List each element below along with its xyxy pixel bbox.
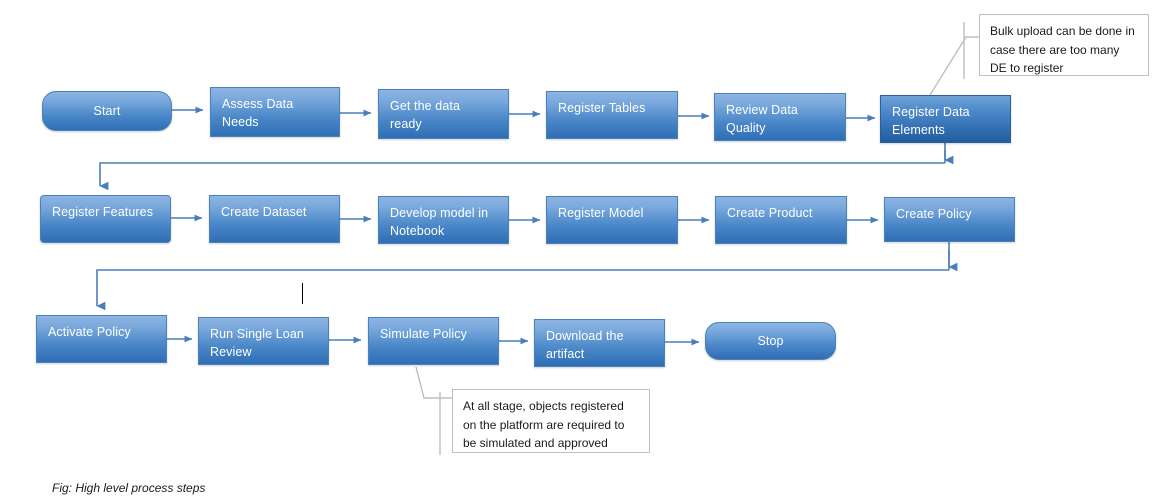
node-simulate-policy[interactable]: Simulate Policy (368, 317, 499, 365)
bulk-upload-leader (929, 36, 979, 96)
callout-approval-note[interactable]: At all stage, objects registered on the … (452, 389, 650, 453)
node-assess-data-needs[interactable]: Assess Data Needs (210, 87, 340, 137)
callout-bulk-upload-note[interactable]: Bulk upload can be done in case there ar… (979, 14, 1149, 76)
node-label: Assess Data Needs (222, 97, 294, 130)
approval-note-leader (415, 366, 452, 399)
node-register-tables[interactable]: Register Tables (546, 91, 678, 139)
node-label: Create Policy (896, 207, 972, 221)
node-get-the-data-ready[interactable]: Get the data ready (378, 89, 509, 139)
row2-to-row3-connector (96, 269, 949, 311)
node-label: Create Dataset (221, 205, 307, 219)
node-label: Start (93, 103, 121, 118)
node-create-dataset[interactable]: Create Dataset (209, 195, 340, 243)
node-download-the-artifact[interactable]: Download the artifact (534, 319, 665, 367)
node-register-data-elements[interactable]: Register Data Elements (880, 95, 1011, 143)
node-create-policy[interactable]: Create Policy (884, 197, 1015, 242)
node-label: Get the data ready (390, 99, 460, 132)
node-start[interactable]: Start (42, 91, 172, 131)
node-activate-policy[interactable]: Activate Policy (36, 315, 167, 363)
figure-caption: Fig: High level process steps (52, 481, 206, 495)
node-label: Register Model (558, 206, 644, 220)
callout-text: Bulk upload can be done in case there ar… (990, 24, 1135, 76)
node-label: Register Tables (558, 101, 646, 115)
node-label: Create Product (727, 206, 813, 220)
node-label: Simulate Policy (380, 327, 467, 341)
node-label: Download the artifact (546, 329, 624, 362)
node-label: Register Features (52, 205, 154, 219)
node-register-features[interactable]: Register Features (40, 195, 171, 243)
callout-text: At all stage, objects registered on the … (463, 399, 625, 451)
node-develop-model-in-notebook[interactable]: Develop model in Notebook (378, 196, 509, 244)
node-stop[interactable]: Stop (705, 322, 836, 360)
row1-to-row2-connector (99, 162, 945, 191)
node-label: Run Single Loan Review (210, 327, 304, 360)
node-label: Develop model in Notebook (390, 206, 489, 239)
node-label: Stop (757, 333, 784, 348)
node-label: Register Data Elements (892, 105, 970, 138)
node-label: Activate Policy (48, 325, 131, 339)
text-caret (302, 283, 303, 304)
node-register-model[interactable]: Register Model (546, 196, 678, 244)
node-label: Review Data Quality (726, 103, 798, 136)
node-run-single-loan-review[interactable]: Run Single Loan Review (198, 317, 329, 365)
node-create-product[interactable]: Create Product (715, 196, 847, 244)
node-review-data-quality[interactable]: Review Data Quality (714, 93, 846, 141)
